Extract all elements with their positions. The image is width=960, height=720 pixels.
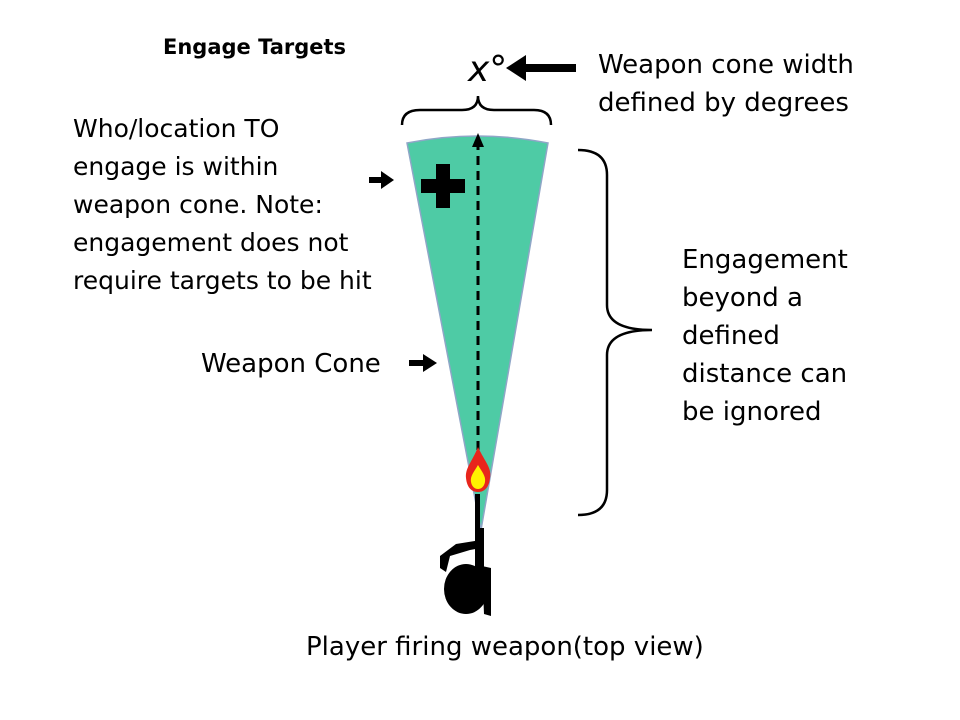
- distance-note-line: be ignored: [682, 397, 822, 427]
- weapon-cone-label: Weapon Cone: [201, 349, 381, 379]
- distance-brace: [577, 148, 653, 517]
- cone-width-note-line: defined by degrees: [598, 88, 849, 118]
- muzzle-flash-icon: [465, 447, 491, 492]
- player-icon: [440, 494, 491, 616]
- target-note-line: engagement does not: [73, 228, 349, 257]
- target-note-line: engage is within: [73, 152, 279, 181]
- target-pointer-arrow-icon: [369, 171, 394, 189]
- target-note-line: weapon cone. Note:: [73, 190, 323, 219]
- diagram-title: Engage Targets: [163, 35, 347, 59]
- cone-width-arrow-icon: [506, 55, 576, 81]
- target-cross-icon: [421, 164, 465, 208]
- distance-note-line: defined: [682, 321, 780, 351]
- aim-arrowhead: [472, 133, 484, 147]
- cone-width-note: Weapon cone width defined by degrees: [598, 46, 854, 122]
- player-caption: Player firing weapon(top view): [306, 632, 704, 662]
- distance-note-line: Engagement: [682, 245, 848, 275]
- cone-angle-label: x°: [468, 49, 508, 90]
- cone-width-note-line: Weapon cone width: [598, 50, 854, 80]
- cone-width-brace: [400, 95, 553, 126]
- distance-note-line: beyond a: [682, 283, 803, 313]
- cone-pointer-arrow-icon: [409, 354, 437, 372]
- target-note: Who/location TO engage is within weapon …: [73, 110, 372, 300]
- target-note-line: require targets to be hit: [73, 266, 372, 295]
- distance-note: Engagement beyond a defined distance can…: [682, 241, 848, 431]
- distance-note-line: distance can: [682, 359, 848, 389]
- target-note-line: Who/location TO: [73, 114, 280, 143]
- weapon-cone: [406, 135, 549, 531]
